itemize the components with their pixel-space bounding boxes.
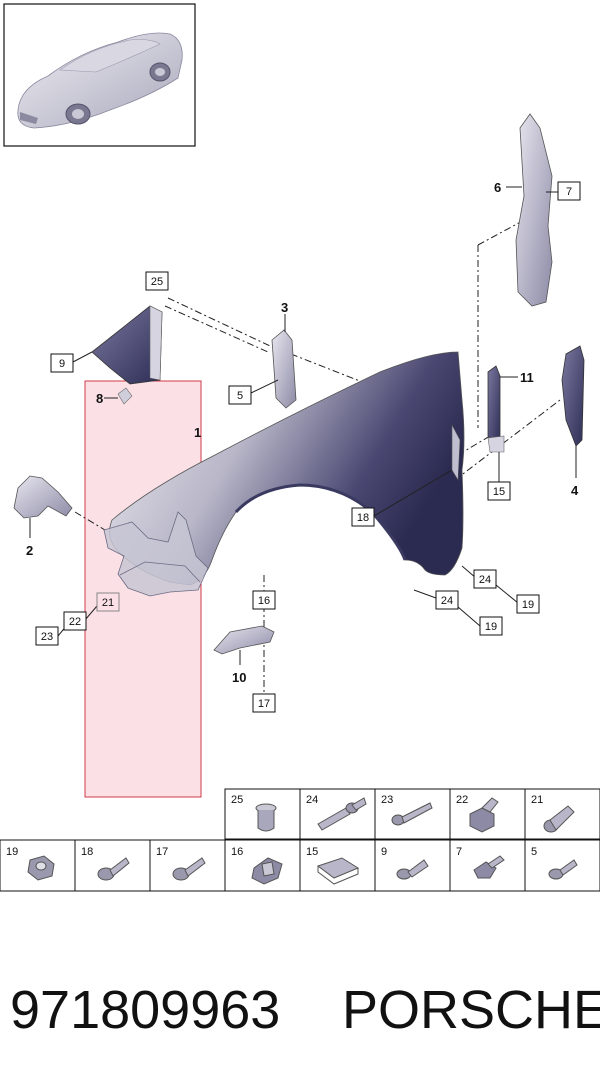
callout-9: 9 bbox=[50, 353, 74, 373]
part-3-strip bbox=[271, 329, 297, 409]
part-number: 971809963 bbox=[10, 980, 281, 1040]
svg-text:24: 24 bbox=[441, 595, 453, 607]
part-2-bracket bbox=[13, 475, 73, 519]
table-cell-number: 23 bbox=[381, 794, 393, 806]
flange-screw-icon bbox=[172, 857, 206, 881]
svg-text:18: 18 bbox=[357, 512, 369, 524]
callout-21: 21 bbox=[96, 592, 120, 612]
hex-nut-icon bbox=[27, 855, 55, 881]
clip-icon bbox=[473, 855, 505, 879]
table-cell-number: 17 bbox=[156, 846, 168, 858]
callout-6: 6 bbox=[494, 180, 501, 195]
svg-text:15: 15 bbox=[493, 486, 505, 498]
pan-screw-icon bbox=[548, 859, 578, 880]
table-cell-number: 7 bbox=[456, 846, 462, 858]
callout-25: 25 bbox=[145, 271, 169, 291]
callout-7: 7 bbox=[557, 181, 581, 201]
callout-16: 16 bbox=[252, 590, 276, 610]
callout-3: 3 bbox=[281, 300, 288, 315]
callout-24-a: 24 bbox=[473, 569, 497, 589]
callout-2: 2 bbox=[26, 543, 33, 558]
table-cell-number: 5 bbox=[531, 846, 537, 858]
svg-text:21: 21 bbox=[102, 597, 114, 609]
svg-text:19: 19 bbox=[522, 599, 534, 611]
callout-24-b: 24 bbox=[435, 590, 459, 610]
part-6-panel bbox=[515, 113, 553, 307]
rivet-icon bbox=[543, 805, 575, 833]
svg-text:9: 9 bbox=[59, 358, 65, 370]
table-cell-number: 25 bbox=[231, 794, 243, 806]
push-pin-icon bbox=[396, 859, 429, 880]
svg-text:24: 24 bbox=[479, 574, 491, 586]
part-4-trim bbox=[561, 345, 585, 447]
callout-11: 11 bbox=[520, 370, 534, 385]
table-cell-number: 18 bbox=[81, 846, 93, 858]
svg-text:25: 25 bbox=[151, 276, 163, 288]
table-cell-number: 9 bbox=[381, 846, 387, 858]
svg-text:22: 22 bbox=[69, 616, 81, 628]
callout-17: 17 bbox=[252, 693, 276, 713]
svg-text:7: 7 bbox=[566, 186, 572, 198]
svg-text:17: 17 bbox=[258, 698, 270, 710]
brand-name: PORSCHE bbox=[342, 980, 600, 1040]
fender-panel bbox=[109, 351, 465, 586]
svg-text:19: 19 bbox=[485, 621, 497, 633]
part-8-clip bbox=[117, 387, 133, 405]
expanding-nut-icon bbox=[255, 803, 277, 832]
stud-bolt-icon bbox=[317, 797, 367, 831]
svg-text:5: 5 bbox=[237, 390, 243, 402]
callout-4: 4 bbox=[571, 483, 579, 498]
table-cell-number: 22 bbox=[456, 794, 468, 806]
table-cell-number: 21 bbox=[531, 794, 543, 806]
callout-23: 23 bbox=[35, 626, 59, 646]
speed-nut-icon bbox=[316, 857, 360, 885]
vehicle-thumbnail bbox=[3, 3, 196, 147]
callout-19-b: 19 bbox=[479, 616, 503, 636]
table-cell-number: 19 bbox=[6, 846, 18, 858]
fastener-table: 25 24 23 22 21 19 18 17 16 15 9 7 5 bbox=[0, 788, 600, 892]
table-cell-number: 24 bbox=[306, 794, 318, 806]
callout-22: 22 bbox=[63, 611, 87, 631]
inner-bracket bbox=[103, 511, 209, 597]
part-10-bracket bbox=[213, 625, 275, 655]
table-cell-number: 16 bbox=[231, 846, 243, 858]
svg-text:16: 16 bbox=[258, 595, 270, 607]
spring-clip-icon bbox=[251, 857, 283, 885]
callout-10: 10 bbox=[232, 670, 246, 685]
callout-15: 15 bbox=[487, 481, 511, 501]
callout-1: 1 bbox=[194, 425, 201, 440]
callout-19-a: 19 bbox=[516, 594, 540, 614]
callout-5: 5 bbox=[228, 385, 252, 405]
clip-nut-icon bbox=[469, 797, 499, 833]
part-11-strip bbox=[487, 365, 501, 445]
callout-8: 8 bbox=[96, 391, 103, 406]
callout-18: 18 bbox=[351, 507, 375, 527]
table-cell-number: 15 bbox=[306, 846, 318, 858]
svg-text:23: 23 bbox=[41, 631, 53, 643]
torx-screw-icon bbox=[97, 857, 130, 881]
screw-icon bbox=[391, 802, 433, 826]
